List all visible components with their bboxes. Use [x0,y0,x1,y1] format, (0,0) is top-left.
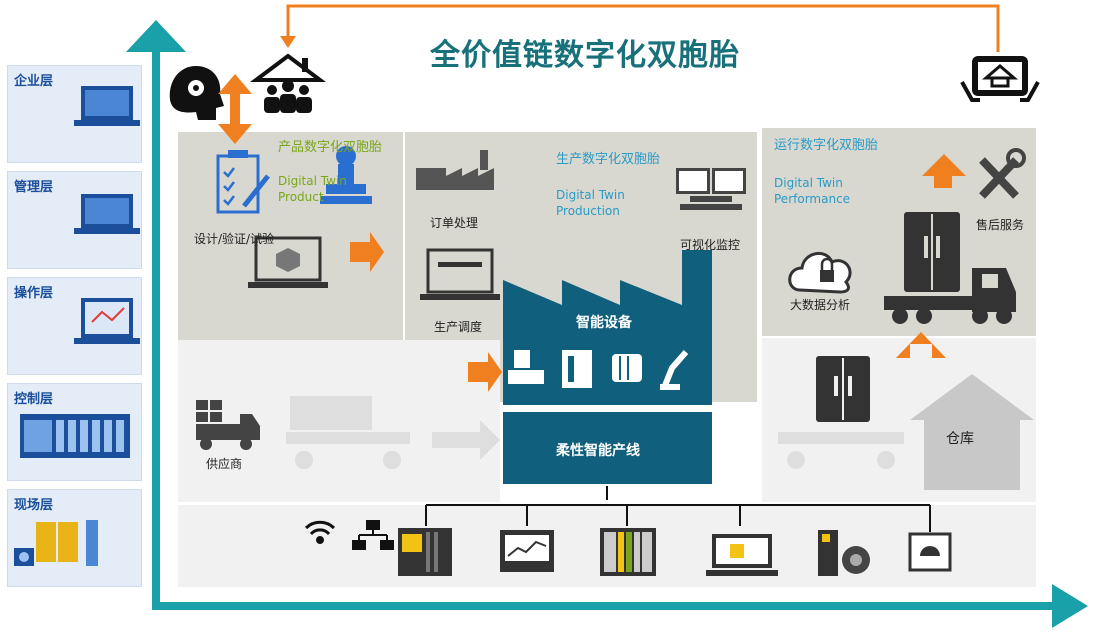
cloud-lock-icon [788,252,852,294]
scanner-icon [908,532,952,572]
cnc-machine-icon [508,350,544,384]
feedback-loop-line [286,4,1000,52]
product-twin-panel [178,132,403,340]
robot-arm-icon [660,350,689,390]
drive-icon [818,530,870,576]
layer-management: 管理层 [7,171,142,269]
wifi-icon [304,520,336,544]
faded-truck-left [286,396,500,469]
layer-label: 操作层 [14,286,54,301]
smart-equipment-label: 智能设备 [576,315,632,331]
faded-truck-right [778,432,904,469]
stamp-icon [320,146,372,204]
hmi-icon [500,530,554,572]
flexible-production-line-label: 柔性智能产线 [556,443,640,459]
factory-icon [416,150,494,190]
plc-rack-icon [20,414,130,458]
bidirectional-arrow [218,74,252,144]
io-module-icon [600,528,656,576]
performance-twin-en-1: Digital Twin [774,176,843,190]
horizontal-axis-arrowhead [1052,584,1088,628]
warehouse-label: 仓库 [946,431,974,447]
layer-operation: 操作层 [7,277,142,375]
production-twin-title: 生产数字化双胞胎 [556,152,661,167]
network-topology-icon [352,520,394,550]
horizontal-axis [152,602,1052,610]
vertical-axis-arrowhead [126,20,186,52]
field-devices-icon [14,520,98,566]
laptop-icon [248,236,328,288]
laptop-icon [74,298,140,344]
layer-label: 现场层 [14,498,54,513]
plc-icon [398,528,452,576]
product-twin-title: 产品数字化双胞胎 [278,140,383,155]
smart-factory-building [503,250,712,484]
fridge-icon [816,356,870,422]
layer-label: 管理层 [14,180,54,195]
performance-twin-title: 运行数字化双胞胎 [774,138,879,153]
performance-twin-en-2: Performance [774,192,851,206]
laptop-icon [74,194,140,234]
supplier-panel [178,340,500,502]
fridge-icon [904,212,960,292]
arrow-to-equipment [468,352,502,392]
house-people-icon [250,53,326,113]
feedback-loop-arrowhead [280,36,296,48]
order-processing-label: 订单处理 [430,216,479,230]
monitor-icon [676,168,746,210]
motor-icon [612,354,642,382]
visual-monitoring-label: 可视化监控 [680,238,741,252]
laptop-icon [74,86,140,126]
layer-label: 控制层 [14,392,54,407]
production-twin-en-1: Digital Twin [556,188,625,202]
big-data-analysis-label: 大数据分析 [790,298,851,312]
layer-field: 现场层 [7,489,142,587]
production-scheduling-label: 生产调度 [434,320,483,334]
panel-pc-icon [706,534,778,576]
network-lines [425,486,931,532]
arrow-up-bottom [896,332,946,358]
cabinet-icon [562,350,592,388]
product-twin-en-1: Digital Twin [278,174,347,188]
laptop-icon [420,248,500,300]
tools-icon [979,148,1026,199]
product-twin-en-2: Product [278,190,324,204]
delivery-truck-icon [196,400,260,450]
arrow-up-top [922,154,966,188]
production-twin-en-2: Production [556,204,620,218]
vertical-axis [152,48,160,608]
supplier-label: 供应商 [206,457,243,471]
layer-control: 控制层 [7,383,142,481]
tablet-house-icon [960,56,1040,102]
layer-label: 企业层 [14,74,54,89]
warehouse-icon [910,374,1034,490]
layer-enterprise: 企业层 [7,65,142,163]
arrow-to-production [350,232,384,272]
page-title: 全价值链数字化双胞胎 [430,38,740,73]
brain-gear-icon [169,66,224,120]
checklist-icon [216,150,270,214]
after-sales-service-label: 售后服务 [976,218,1025,232]
design-validation-label: 设计/验证/试验 [194,232,275,246]
truck-icon [884,268,1016,324]
